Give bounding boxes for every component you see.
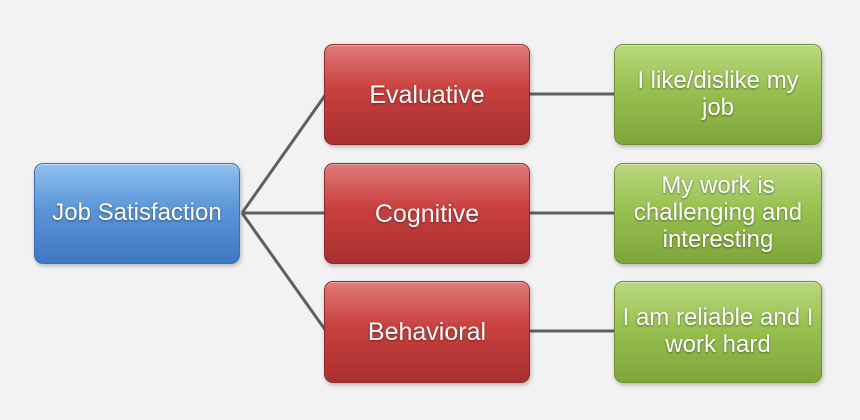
- branch-node-label: Evaluative: [369, 80, 485, 109]
- detail-node-label: I like/dislike my job: [637, 66, 799, 121]
- branch-node-label: Behavioral: [367, 318, 487, 346]
- detail-node-label: I am reliable and I work hard: [622, 304, 814, 358]
- detail-node-behavioral: I am reliable and I work hard: [614, 281, 822, 383]
- root-node-job-satisfaction: Job Satisfaction: [34, 163, 240, 264]
- connector-root-behavioral: [240, 212, 328, 332]
- detail-node-evaluative: I like/dislike my job: [614, 44, 822, 145]
- root-node-label: Job Satisfaction: [52, 199, 222, 227]
- detail-node-label: My work is challenging and interesting: [633, 172, 803, 253]
- branch-node-cognitive: Cognitive: [324, 163, 530, 264]
- branch-node-evaluative: Evaluative: [324, 44, 530, 145]
- detail-node-cognitive: My work is challenging and interesting: [614, 163, 822, 264]
- branch-node-label: Cognitive: [374, 199, 480, 228]
- connector-root-evaluative: [240, 93, 328, 214]
- branch-node-behavioral: Behavioral: [324, 281, 530, 383]
